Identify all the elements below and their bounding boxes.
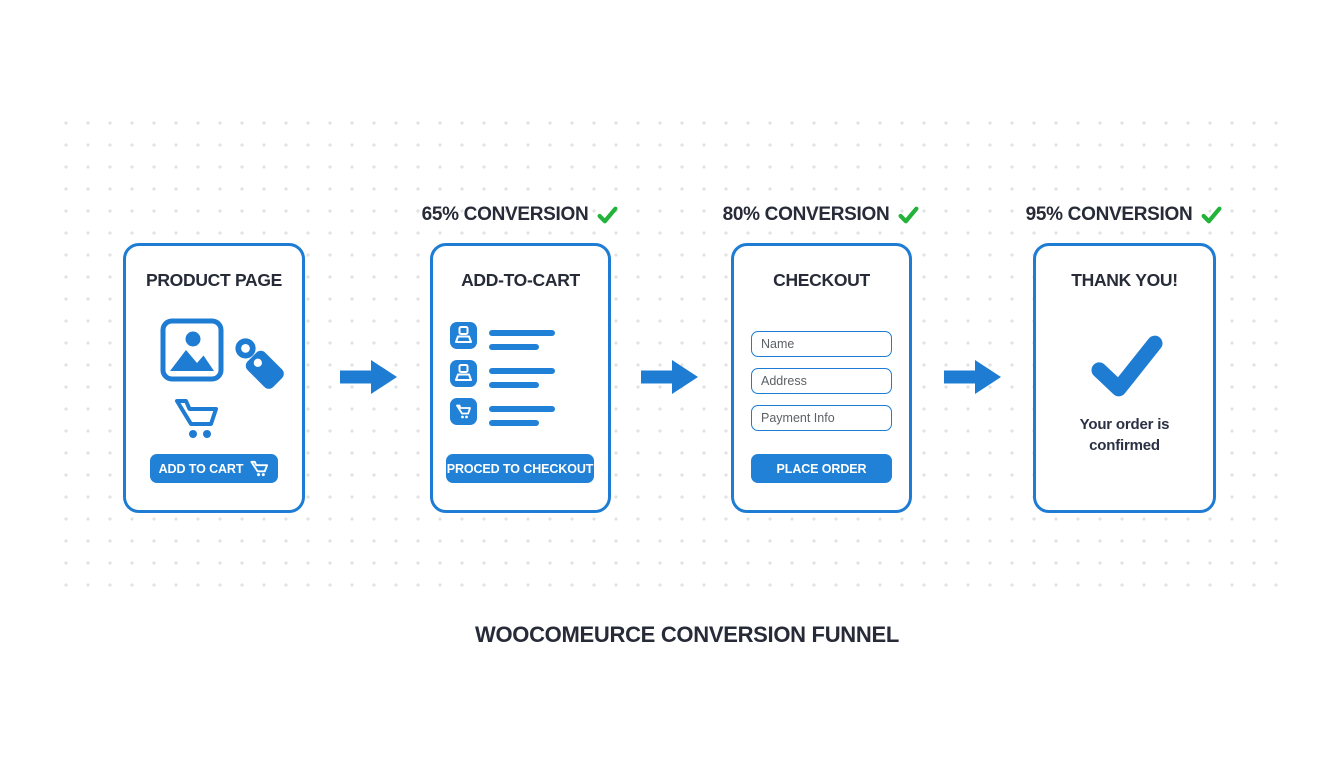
conversion-label-thank-you: 95% CONVERSION [1024,201,1224,229]
text-line [489,382,539,388]
cart-list-item [450,360,555,388]
product-icon [450,322,477,349]
place-order-button[interactable]: PLACE ORDER [751,454,892,483]
cart-list-item [450,398,555,426]
shopping-cart-icon [175,399,218,438]
stage-title: THANK YOU! [1071,270,1178,290]
stage-card-checkout: CHECKOUT PLACE ORDER [731,243,912,513]
address-input[interactable] [751,368,892,394]
button-label: PLACE ORDER [776,461,867,476]
stage-card-product-page: PRODUCT PAGE ADD TO CART [123,243,305,513]
arrow-right-icon [340,360,397,394]
cart-icon [450,398,477,425]
stage-title: CHECKOUT [773,270,870,290]
stage-card-add-to-cart: ADD-TO-CART [430,243,611,513]
cart-icon [250,460,269,477]
order-confirmed-message: Your order is confirmed [1036,414,1213,456]
text-line [489,420,539,426]
text-line [489,368,555,374]
confirmed-check-icon [1091,335,1163,397]
check-icon [898,206,919,225]
arrow-right-icon [641,360,698,394]
check-icon [597,206,618,225]
proceed-to-checkout-button[interactable]: PROCED TO CHECKOUT [446,454,594,483]
text-line [489,330,555,336]
text-lines [489,398,555,426]
message-text: Your order is confirmed [1079,416,1170,454]
product-image-icon [160,318,224,382]
text-lines [489,360,555,388]
product-icon [450,360,477,387]
button-label: PROCED TO CHECKOUT [446,461,594,476]
arrow-right-icon [944,360,1001,394]
stage-title: ADD-TO-CART [461,270,580,290]
check-icon [1201,206,1222,225]
button-label: ADD TO CART [158,461,244,476]
text-line [489,406,555,412]
conversion-text: 95% CONVERSION [1025,204,1193,225]
stage-title: PRODUCT PAGE [145,270,283,290]
name-input[interactable] [751,331,892,357]
conversion-label-add-to-cart: 65% CONVERSION [420,201,620,229]
text-line [489,344,539,350]
conversion-text: 80% CONVERSION [722,204,890,225]
stage-card-thank-you: THANK YOU! Your order is confirmed [1033,243,1216,513]
text-lines [489,322,555,350]
conversion-label-checkout: 80% CONVERSION [721,201,921,229]
add-to-cart-button[interactable]: ADD TO CART [150,454,278,483]
price-tag-icon [235,338,284,389]
conversion-text: 65% CONVERSION [421,204,589,225]
diagram-title: WOOCOMEURCE CONVERSION FUNNEL [475,622,899,647]
payment-info-input[interactable] [751,405,892,431]
cart-list-item [450,322,555,350]
